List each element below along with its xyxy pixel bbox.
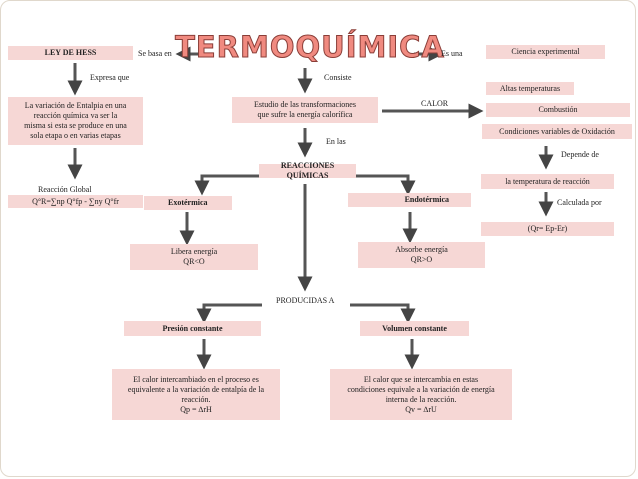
label-en-las: En las	[326, 137, 346, 146]
node-absorbe-energia: Absorbe energía QR>O	[358, 242, 485, 268]
libera-line-2: QR<O	[183, 257, 205, 266]
node-volumen-constante: Volumen constante	[360, 321, 469, 336]
reaccion-global-title: Reacción Global	[38, 185, 92, 194]
calor-presion-line-3: reacción.	[181, 394, 211, 404]
variacion-line-3: misma si esta se produce en una	[24, 121, 127, 130]
node-temperatura-reaccion: la temperatura de reacción	[481, 174, 614, 189]
node-ley-hess: LEY DE HESS	[8, 46, 133, 60]
node-reacciones-quimicas: REACCIONES QUÍMICAS	[259, 161, 356, 180]
arrow-to-exotermica	[194, 174, 260, 196]
calor-volumen-line-4: Qv = ∆rU	[405, 404, 437, 414]
calor-presion-line-4: Qp = ∆rH	[180, 404, 212, 414]
calor-volumen-line-2: condiciones equivale a la variación de e…	[347, 384, 495, 394]
variacion-line-2: reacción química va ser la	[33, 111, 118, 120]
node-combustion: Combustión	[486, 103, 630, 117]
libera-line-1: Libera energía	[170, 247, 218, 256]
node-condiciones-oxidacion: Condiciones variables de Oxidación	[482, 124, 632, 139]
node-calor-volumen: El calor que se intercambia en estas con…	[330, 369, 512, 420]
calor-presion-line-1: El calor intercambiado en el proceso es	[133, 374, 259, 384]
label-es-una: Es una	[441, 49, 463, 58]
arrow-to-endotermica	[356, 174, 416, 196]
label-consiste: Consiste	[324, 73, 352, 82]
node-ciencia-experimental: Ciencia experimental	[486, 45, 605, 59]
node-calor-presion: El calor intercambiado en el proceso es …	[112, 369, 280, 420]
node-qr-formula: (Qr= Ep-Er)	[481, 222, 614, 236]
node-libera-energia: Libera energía QR<O	[130, 244, 258, 270]
label-producidas-a: PRODUCIDAS A	[276, 296, 335, 305]
node-reaccion-global: Q°R=∑np Q°fp - ∑ny Q°fr	[8, 195, 143, 208]
label-depende-de: Depende de	[561, 150, 599, 159]
arrow-to-volumen	[350, 303, 416, 324]
node-presion-constante: Presión constante	[124, 321, 261, 336]
label-calculada-por: Calculada por	[557, 198, 602, 207]
variacion-line-4: sola etapa o en varias etapas	[30, 131, 121, 140]
arrow-to-presion	[196, 303, 262, 324]
calor-volumen-line-1: El calor que se intercambia en estas	[363, 374, 479, 384]
variacion-line-1: La variación de Entalpia en una	[24, 101, 127, 110]
label-calor: CALOR	[421, 99, 449, 108]
diagram-title: TERMOQUÍMICA	[175, 30, 445, 65]
calor-volumen-line-3: interna de la reacción.	[385, 394, 457, 404]
estudio-line-1: Estudio de las transformaciones	[254, 100, 356, 109]
calor-presion-line-2: equivalente a la variación de entalpía d…	[127, 384, 265, 394]
node-exotermica: Exotérmica	[144, 196, 232, 210]
node-estudio-transformaciones: Estudio de las transformaciones que sufr…	[232, 97, 378, 123]
node-variacion-entalpia: La variación de Entalpia en una reacción…	[8, 97, 143, 145]
node-endotermica: Endotérmica	[348, 193, 471, 207]
estudio-line-2: que sufre la energía calorífica	[257, 110, 353, 119]
label-se-basa-en: Se basa en	[138, 49, 172, 58]
absorbe-line-2: QR>O	[410, 255, 433, 264]
node-altas-temperaturas: Altas temperaturas	[486, 82, 574, 95]
label-expresa-que: Expresa que	[90, 73, 130, 82]
absorbe-line-1: Absorbe energía	[395, 245, 448, 254]
